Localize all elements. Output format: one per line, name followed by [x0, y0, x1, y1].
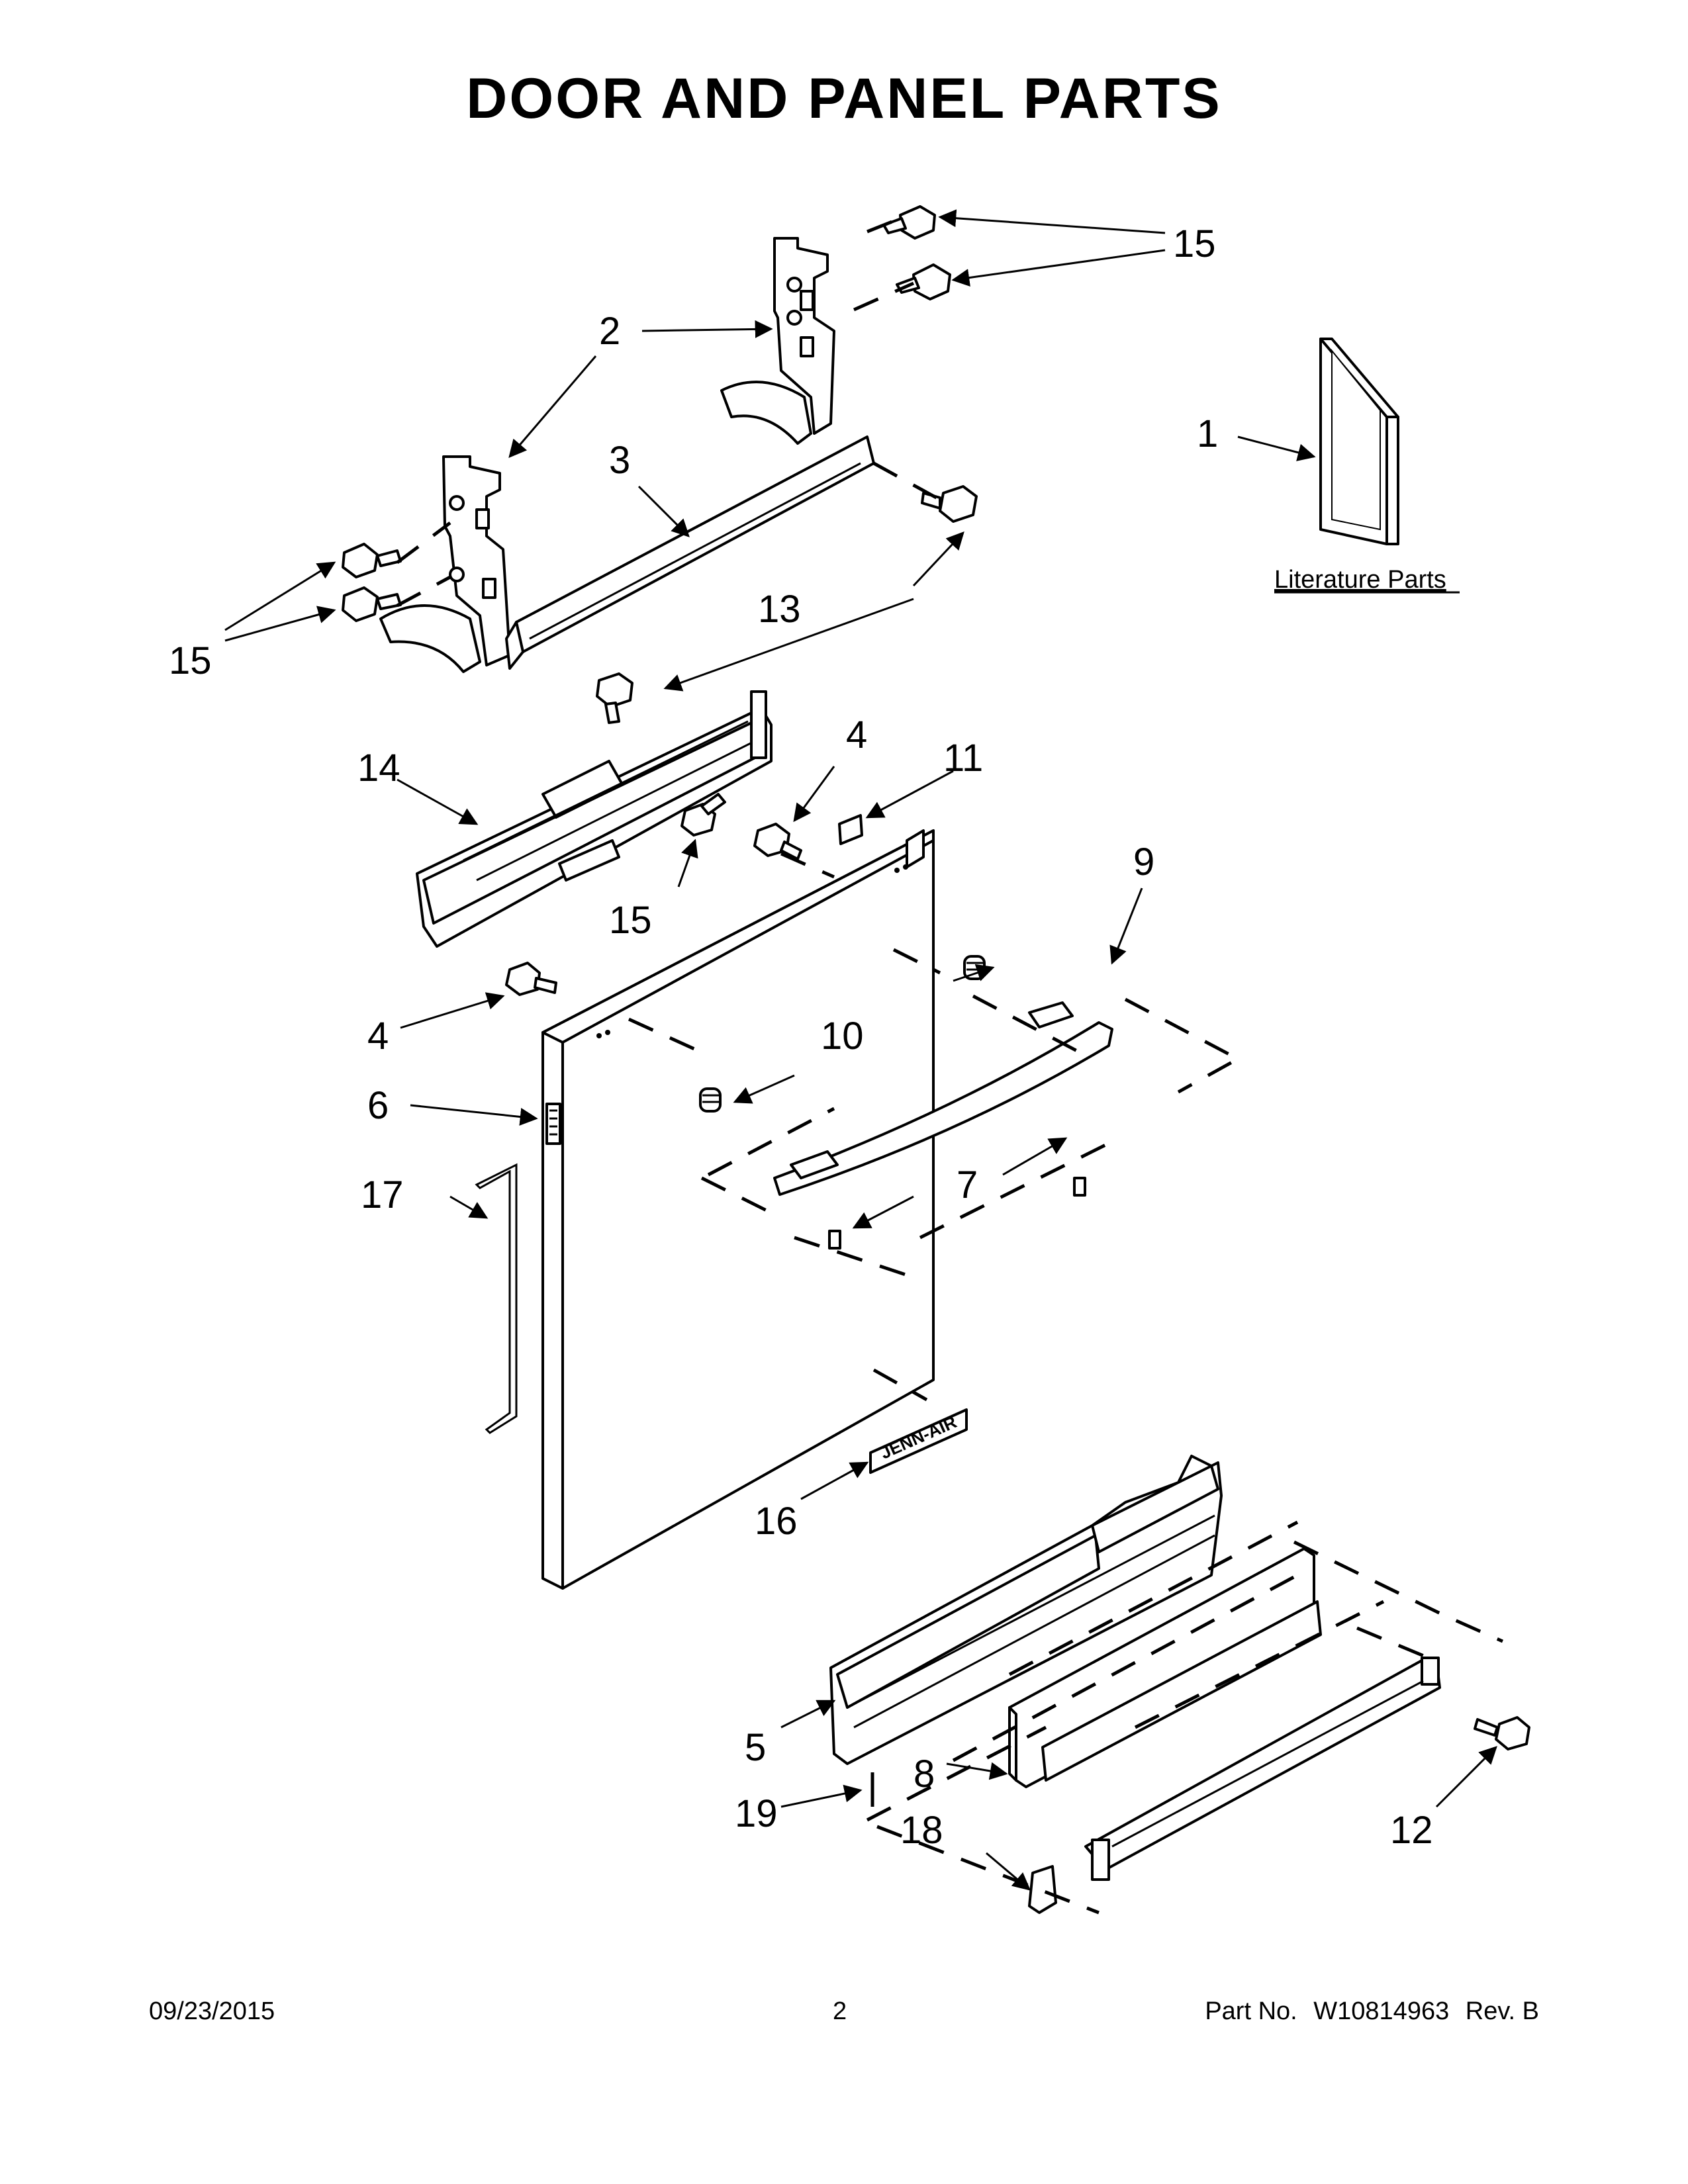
brand-badge: JENN-AIR: [869, 1408, 968, 1474]
door-handle: [773, 1001, 1113, 1196]
callout-6: 6: [367, 1084, 389, 1127]
screw-15-left-a: [342, 543, 402, 578]
callout-15-top: 15: [1173, 222, 1216, 265]
footer-part-info: Part No. W10814963 Rev. B: [1196, 1997, 1539, 2026]
callout-10: 10: [821, 1015, 864, 1058]
callout-15-middle: 15: [609, 899, 652, 942]
callout-13: 13: [758, 588, 801, 631]
callout-8: 8: [914, 1752, 935, 1796]
footer-revision: Rev. B: [1465, 1997, 1539, 2025]
screw-4-left: [505, 962, 557, 996]
callout-7: 7: [957, 1163, 978, 1206]
door-gasket: [475, 1163, 518, 1434]
screw-4-right: [753, 823, 802, 860]
callout-11: 11: [943, 737, 983, 780]
footer-part-number: W10814963: [1313, 1997, 1450, 2025]
footer-page-number: 2: [833, 1997, 847, 2025]
literature-parts-book: [1319, 338, 1399, 545]
callout-19: 19: [735, 1792, 778, 1835]
callout-17: 17: [361, 1173, 404, 1216]
callout-12: 12: [1390, 1809, 1433, 1852]
outer-door-panel: [541, 829, 935, 1590]
callout-4-left: 4: [367, 1015, 389, 1058]
control-console: [416, 690, 773, 948]
screw-12: [1474, 1716, 1530, 1751]
page-title: DOOR AND PANEL PARTS: [466, 67, 1222, 130]
callout-2: 2: [599, 310, 620, 353]
screw-15-top-b: [896, 263, 951, 300]
callout-16: 16: [755, 1500, 798, 1543]
literature-parts-label: Literature Parts: [1274, 566, 1446, 594]
callout-9: 9: [1133, 841, 1154, 884]
callout-15-left: 15: [169, 639, 212, 682]
handle-spring-left: [699, 1087, 722, 1113]
door-hinge-bracket-right: [720, 237, 835, 445]
callout-5: 5: [745, 1726, 766, 1769]
callout-4-top: 4: [846, 713, 867, 756]
screw-13-top: [921, 485, 978, 523]
callout-14: 14: [357, 747, 400, 790]
panel-clip: [1028, 1865, 1057, 1914]
door-clip: [838, 814, 863, 845]
callout-1: 1: [1197, 412, 1218, 455]
door-hinge-bracket-left: [379, 455, 511, 673]
callout-3: 3: [609, 439, 630, 482]
set-screw-right: [1073, 1177, 1086, 1197]
screw-15-middle: [680, 793, 726, 837]
footer-date: 09/23/2015: [149, 1997, 275, 2025]
callout-18: 18: [900, 1809, 943, 1852]
set-screw-left: [828, 1230, 841, 1250]
lower-access-panel: [1084, 1657, 1441, 1881]
toe-kick-bracket: [829, 1455, 1223, 1765]
screw-13-bottom: [596, 672, 633, 724]
footer-part-prefix: Part No.: [1205, 1997, 1297, 2025]
